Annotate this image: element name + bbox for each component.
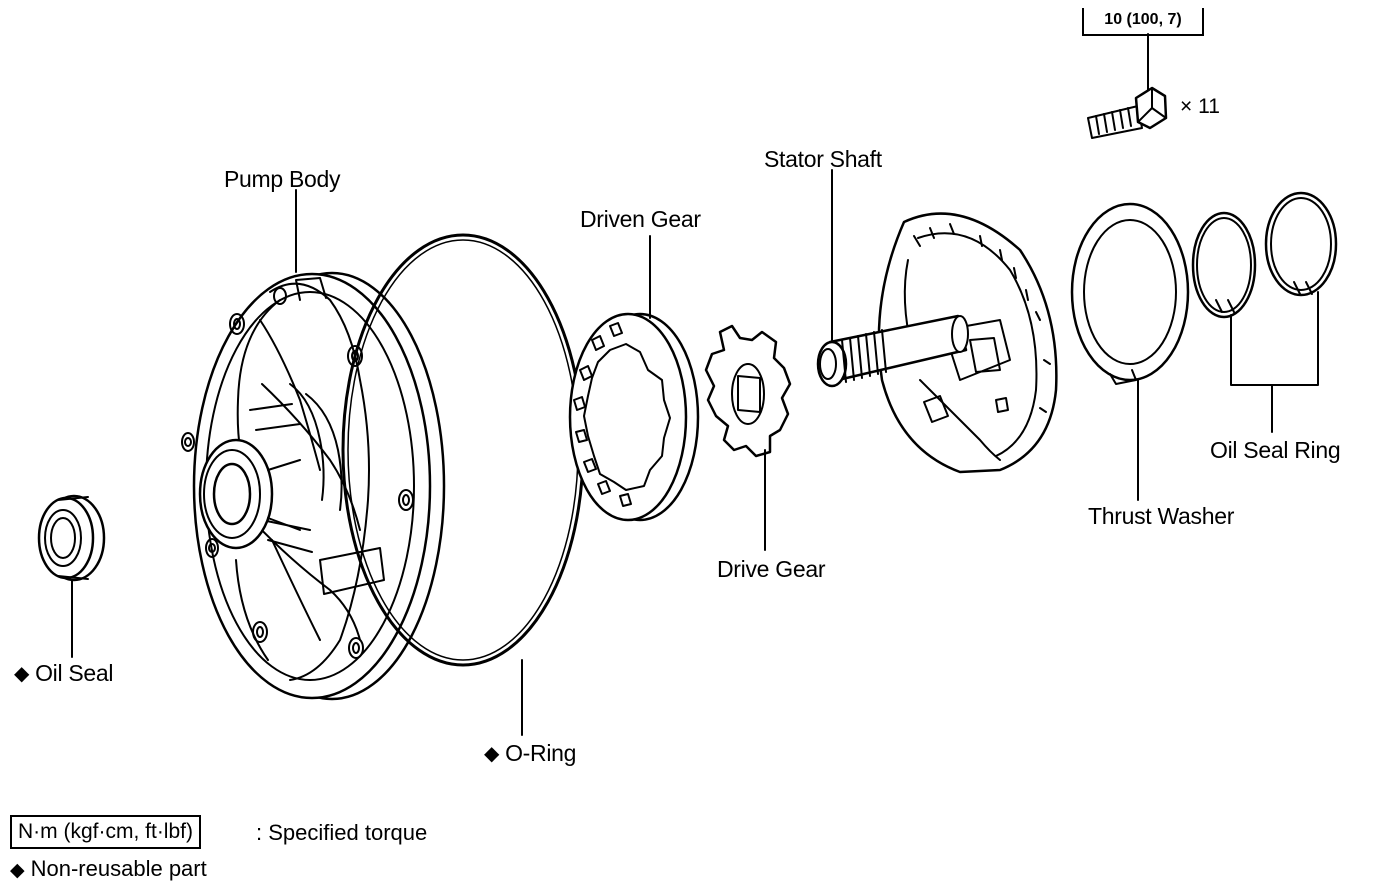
- non-reusable-icon: ◆: [10, 860, 25, 881]
- label-pump-body: Pump Body: [224, 166, 341, 192]
- label-o-ring: ◆O-Ring: [484, 740, 576, 767]
- label-oil-seal-ring: Oil Seal Ring: [1210, 437, 1341, 463]
- legend-non-reusable: ◆Non-reusable part: [10, 856, 207, 882]
- oil-seal-drawing: [37, 494, 106, 582]
- legend-non-reusable-text: Non-reusable part: [30, 856, 207, 881]
- pump-body-drawing: [181, 271, 446, 701]
- label-thrust-washer: Thrust Washer: [1088, 503, 1235, 529]
- torque-spec-box: 10 (100, 7): [1082, 8, 1204, 36]
- thrust-washer-drawing: [1070, 202, 1190, 385]
- bolt-drawing: [1087, 86, 1168, 139]
- label-driven-gear: Driven Gear: [580, 206, 701, 232]
- oil-seal-ring-drawing: [1191, 191, 1338, 319]
- driven-gear-drawing: [568, 312, 700, 522]
- bolt-quantity: × 11: [1180, 95, 1220, 118]
- legend-torque-desc: : Specified torque: [256, 820, 428, 845]
- stator-shaft-drawing: [816, 212, 1058, 474]
- label-oil-seal-text: Oil Seal: [35, 660, 114, 686]
- non-reusable-icon: ◆: [14, 663, 30, 685]
- label-drive-gear: Drive Gear: [717, 556, 826, 582]
- label-stator-shaft: Stator Shaft: [764, 146, 882, 172]
- label-oil-seal: ◆Oil Seal: [14, 660, 114, 687]
- legend-torque-unit: N·m (kgf·cm, ft·lbf): [10, 815, 201, 849]
- drive-gear-drawing: [704, 324, 792, 458]
- label-o-ring-text: O-Ring: [505, 740, 577, 766]
- oil-seal-ring-bracket: [1230, 291, 1319, 386]
- non-reusable-icon: ◆: [484, 743, 500, 765]
